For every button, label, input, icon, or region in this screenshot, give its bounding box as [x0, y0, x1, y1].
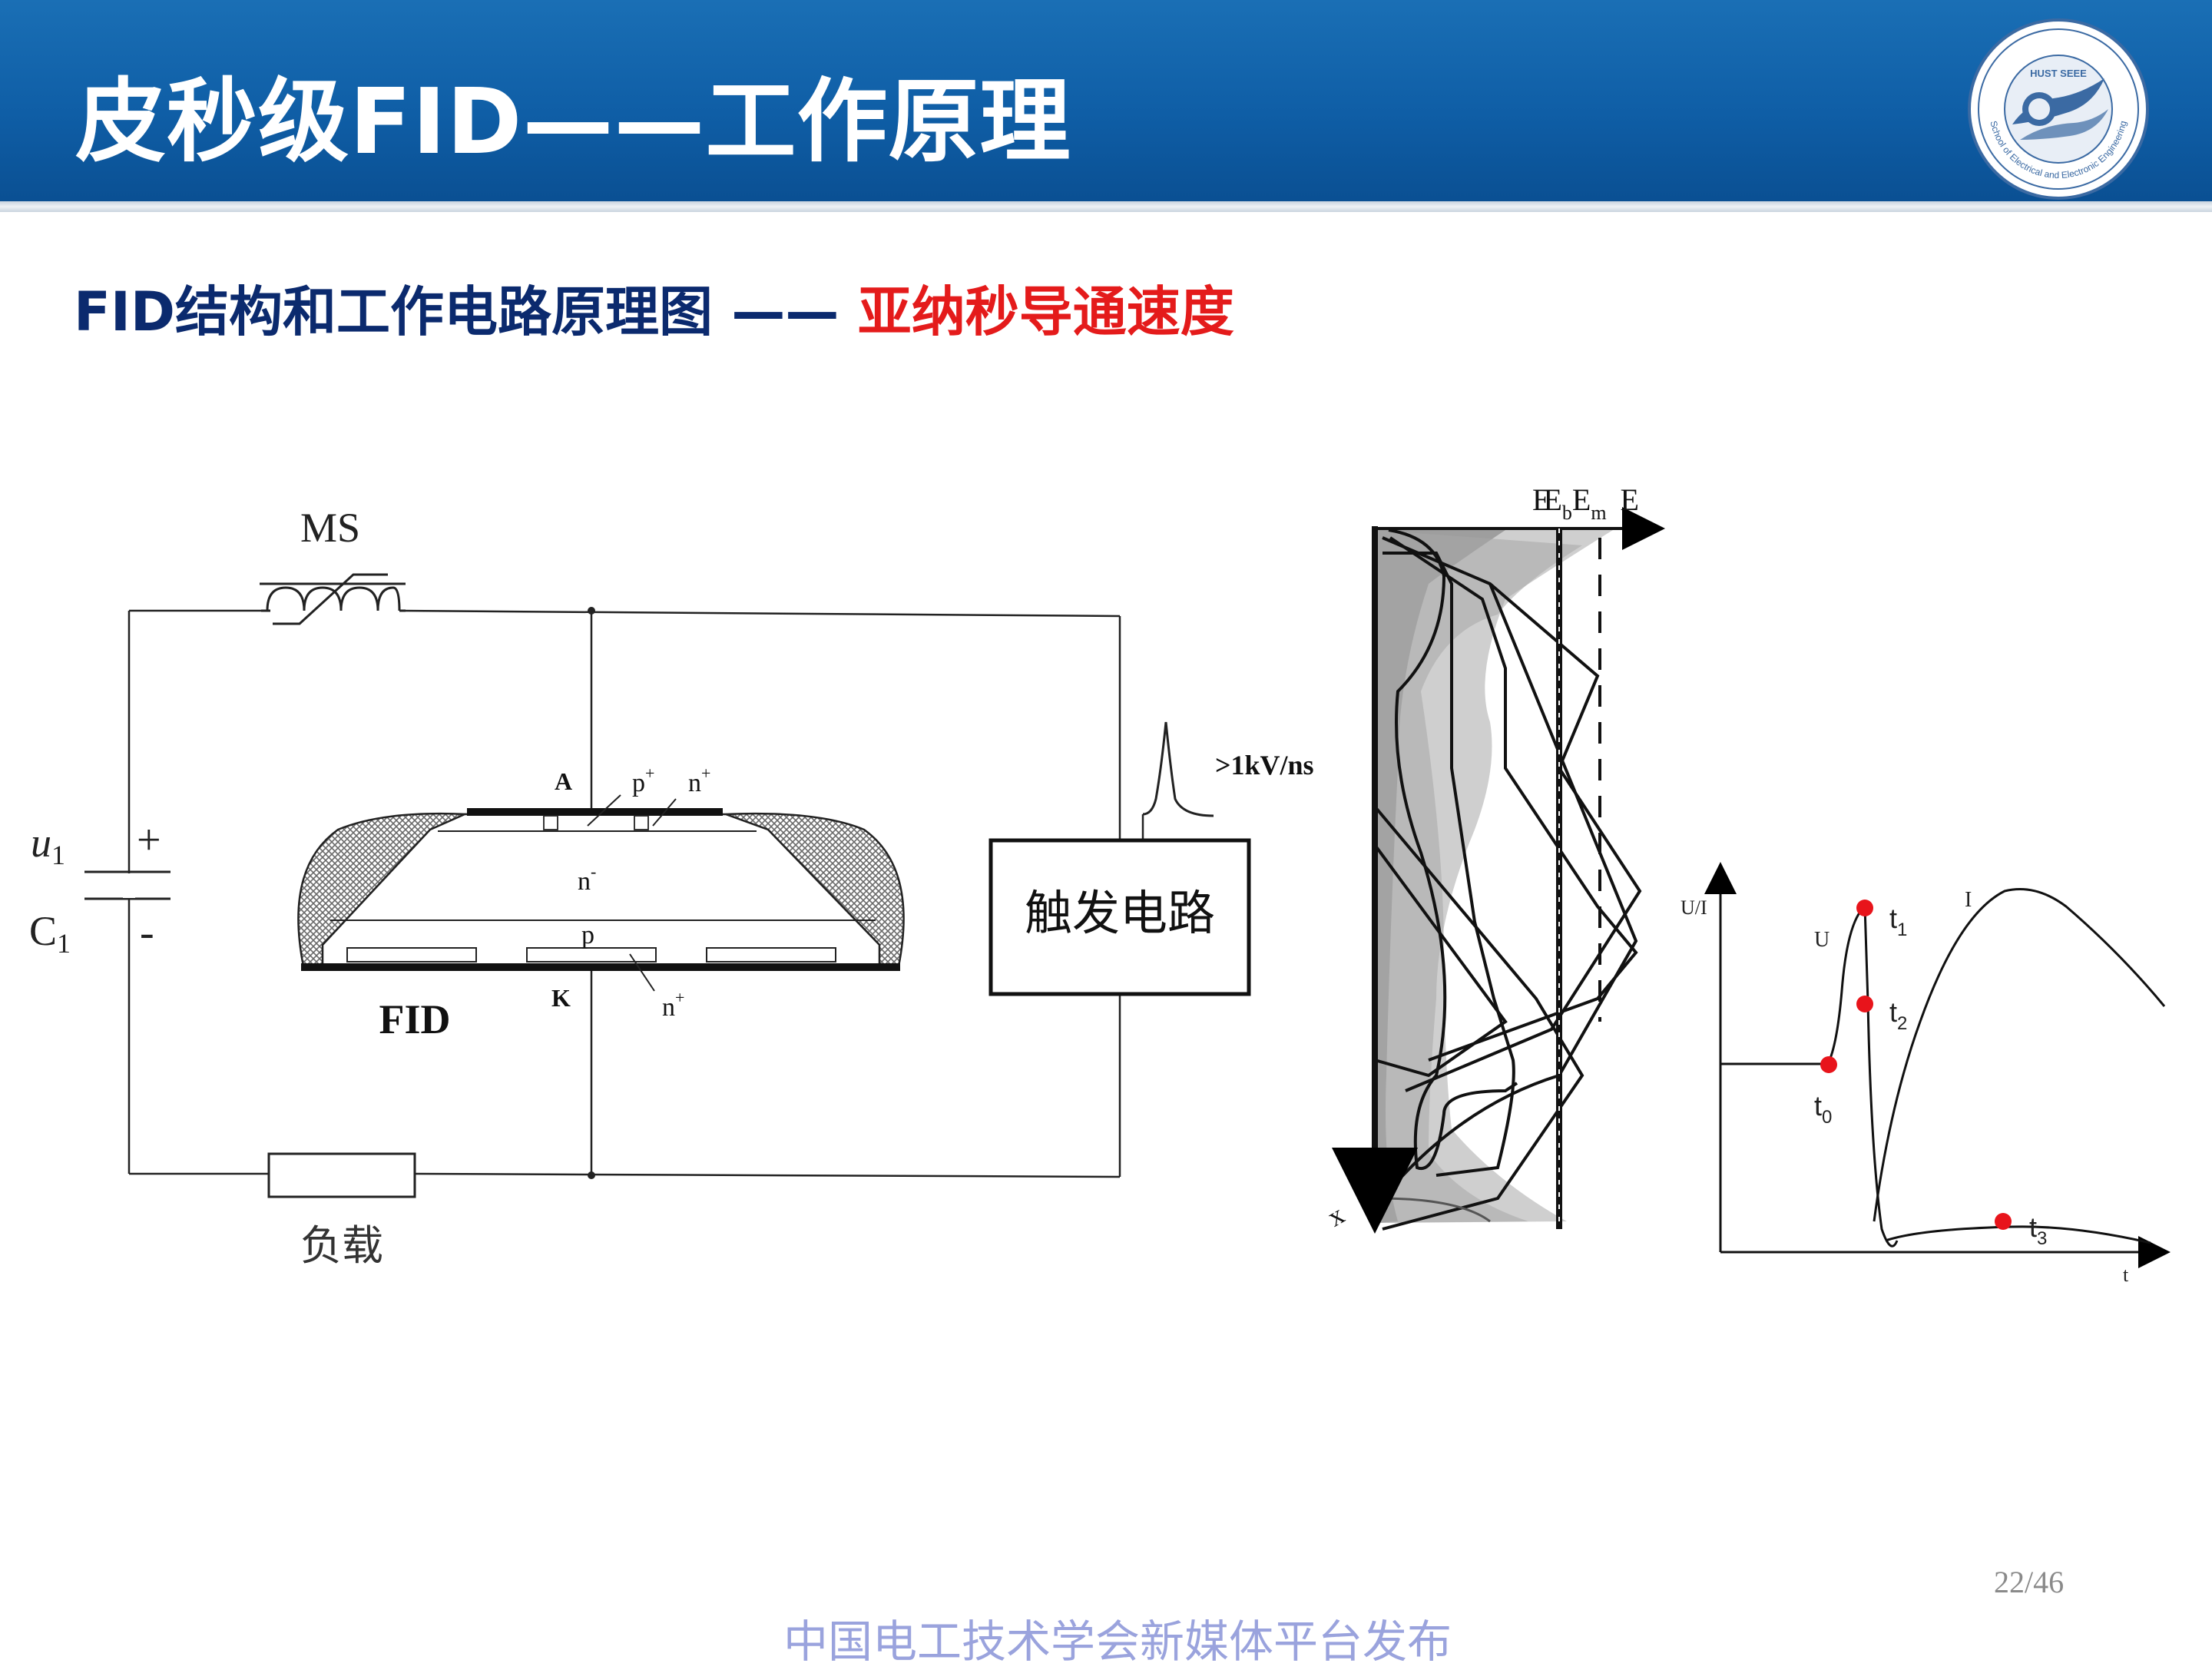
t3-label: t3: [2029, 1211, 2047, 1249]
t1-label: t1: [1889, 903, 1907, 940]
anode-label: A: [555, 767, 572, 795]
pulse-rate-label: >1kV/ns: [1215, 750, 1314, 780]
c1-label: C1: [29, 908, 71, 959]
u1-label: u1: [31, 820, 65, 870]
ui-waveform-plot: [1704, 862, 2171, 1268]
footer-text: 中国电工技术学会新媒体平台发布: [783, 1615, 1452, 1668]
page-number: 22/46: [1994, 1565, 2065, 1599]
p-layer-label: p: [581, 921, 594, 949]
trigger-label: 触发电路: [1025, 885, 1215, 941]
current-curve-label: I: [1965, 888, 1972, 912]
page-title: 皮秒级FID——工作原理: [75, 68, 1071, 174]
circuit-schematic: [127, 609, 1144, 1178]
trigger-circuit-box: [988, 838, 1251, 996]
header-divider: [0, 201, 2212, 212]
ms-label: MS: [300, 505, 360, 551]
field-shade-mid: [1375, 530, 1582, 1223]
field-distribution-plot: [1332, 507, 1665, 1234]
fid-device: [297, 794, 905, 992]
section-subtitle: FID结构和工作电路原理图 —— 亚纳秒导通速度: [74, 269, 1234, 346]
t2-label: t2: [1889, 996, 1907, 1034]
t1-marker: [1856, 900, 1873, 916]
t2-marker: [1856, 996, 1873, 1012]
load-resistor: [267, 1152, 416, 1198]
n-plus-bottom-label: n+: [662, 988, 684, 1022]
magnetic-switch: [260, 573, 406, 625]
junction-bottom: [588, 1171, 595, 1179]
fid-label: FID: [379, 996, 451, 1042]
trigger-pulse: [1142, 721, 1214, 817]
time-axis-label: t: [2123, 1264, 2129, 1286]
plus-sign: +: [137, 817, 161, 864]
subtitle-part2: 亚纳秒导通速度: [857, 280, 1234, 343]
junction-top: [588, 607, 595, 615]
field-x-axis-label: x: [1322, 1199, 1349, 1233]
capacitor-c1: [84, 870, 171, 900]
subtitle-part1: FID结构和工作电路原理图 ——: [74, 280, 839, 343]
voltage-curve-label: U: [1814, 928, 1830, 952]
minus-sign: -: [140, 909, 154, 956]
university-logo: HUST SEEE School of Electrical and Elect…: [1968, 18, 2149, 200]
p-plus-label: p+: [632, 764, 654, 797]
t0-marker: [1820, 1056, 1837, 1073]
cathode-label: K: [551, 984, 571, 1012]
t3-marker: [1995, 1213, 2012, 1230]
t0-label: t0: [1814, 1090, 1832, 1128]
load-label: 负载: [300, 1221, 383, 1270]
svg-text:HUST SEEE: HUST SEEE: [2030, 68, 2087, 79]
header-bar: [0, 0, 2212, 206]
n-plus-top-label: n+: [688, 764, 710, 797]
field-shade-light: [1375, 530, 1613, 1223]
n-minus-label: n-: [578, 862, 596, 896]
ui-axis-label: U/I: [1681, 896, 1707, 919]
